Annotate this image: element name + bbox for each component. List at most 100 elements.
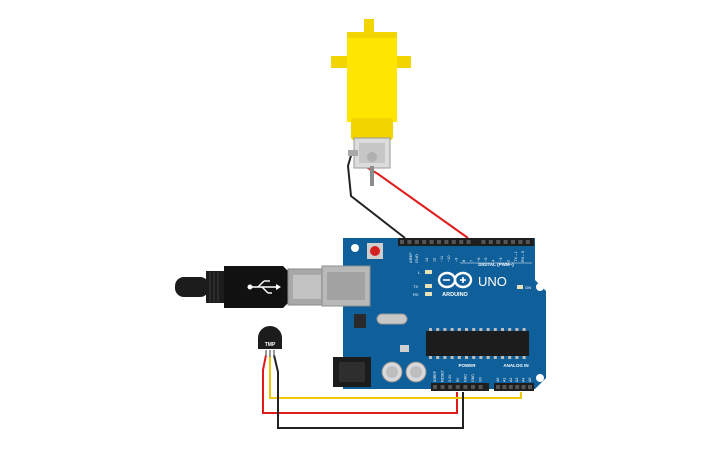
header-pin-hole[interactable] [414, 240, 419, 244]
sensor-black-wire[interactable] [273, 354, 464, 429]
power-header-label: POWER [458, 363, 476, 368]
chip-leg [501, 328, 504, 331]
header-pin-hole[interactable] [521, 385, 526, 389]
header-pin-hole[interactable] [502, 385, 507, 389]
chip-leg [479, 328, 483, 331]
header-pin-hole[interactable] [433, 385, 437, 389]
header-pin-hole[interactable] [422, 240, 427, 244]
header-pin-hole[interactable] [444, 240, 449, 244]
header-pin-hole[interactable] [515, 385, 520, 389]
chip-leg [450, 356, 454, 359]
header-pin-hole[interactable] [525, 240, 530, 244]
analog-pin-label: A2 [509, 378, 513, 382]
digital-pin-label: 8 [462, 260, 466, 262]
usb-b-cable-icon[interactable] [175, 266, 327, 308]
motor-terminal-hub [367, 152, 377, 162]
sensor-red-wire[interactable] [262, 354, 458, 414]
header-pin-hole[interactable] [440, 385, 445, 389]
tmp-temperature-sensor-icon[interactable]: TMP [258, 326, 282, 357]
analog-pin-label: A3 [515, 378, 519, 382]
crystal-oscillator [376, 313, 408, 325]
digital-pin-label: 2 [506, 260, 510, 262]
analog-pin-label: A0 [496, 378, 500, 382]
mount-hole [536, 283, 544, 291]
header-pin-hole[interactable] [471, 385, 475, 389]
chip-leg [429, 356, 432, 359]
header-pin-hole[interactable] [455, 385, 460, 389]
digital-pin-label: ~11 [440, 256, 444, 262]
motor-gearbox-base [351, 118, 393, 140]
chip-leg [486, 328, 490, 331]
header-pin-hole[interactable] [466, 240, 471, 244]
chip-leg [457, 328, 461, 331]
led-l [425, 270, 432, 274]
header-pin-hole[interactable] [451, 240, 456, 244]
header-pin-hole[interactable] [407, 240, 412, 244]
digital-pin-label: 12 [432, 258, 436, 262]
chip-leg [501, 356, 504, 359]
motor-terminal [348, 150, 358, 156]
led-tx [425, 284, 432, 288]
header-pin-hole[interactable] [488, 240, 493, 244]
arduino-model-text: UNO [478, 274, 507, 289]
led-rx-label: RX [413, 292, 419, 297]
digital-header[interactable] [398, 238, 534, 246]
power-pin-label: Vin [479, 377, 483, 382]
header-pin-hole[interactable] [518, 240, 523, 244]
chip-leg [436, 356, 440, 359]
analog-pin-label: A5 [528, 378, 532, 382]
header-pin-hole[interactable] [508, 385, 513, 389]
digital-pin-label: ~10 [447, 256, 451, 262]
usb-strain-relief [206, 271, 226, 303]
header-pin-hole[interactable] [511, 240, 515, 244]
motor-left-axle [331, 56, 349, 68]
chip-leg [472, 328, 476, 331]
motor-black-wire[interactable] [346, 151, 406, 239]
chip-leg [515, 356, 519, 359]
arduino-logo-text: ARDUINO [442, 292, 468, 298]
digital-pin-label: TX→1 [514, 251, 518, 262]
led-tx-label: TX [413, 284, 418, 289]
header-pin-hole[interactable] [463, 385, 468, 389]
header-pin-hole[interactable] [400, 240, 404, 244]
power-pin-label: GND [471, 374, 475, 382]
chip-leg [486, 356, 490, 359]
aref-label: AREF [408, 252, 413, 263]
header-pin-hole[interactable] [437, 240, 441, 244]
header-pin-hole[interactable] [481, 240, 486, 244]
motor-gearbox-rim [347, 32, 397, 38]
sensor-yellow-wire[interactable] [269, 356, 522, 399]
led-on [517, 285, 523, 289]
header-pin-hole[interactable] [429, 240, 434, 244]
chip-leg [493, 328, 497, 331]
header-pin-hole[interactable] [503, 240, 508, 244]
chip-leg [515, 328, 519, 331]
dc-gear-motor-icon[interactable] [331, 19, 411, 186]
analog-header[interactable] [494, 383, 534, 391]
header-pin-hole[interactable] [496, 240, 501, 244]
chip-leg [472, 356, 476, 359]
digital-pin-label: 13 [425, 258, 429, 262]
header-pin-hole[interactable] [478, 385, 483, 389]
digital-header-label: DIGITAL (PWM~) [478, 262, 514, 267]
power-pin-label: IOREF [433, 370, 437, 382]
header-pin-hole[interactable] [448, 385, 453, 389]
digital-pin-label: ~5 [484, 258, 488, 262]
gnd-label: GND [414, 254, 419, 263]
power-header[interactable] [431, 383, 489, 391]
reset-button-cap[interactable] [370, 246, 380, 256]
header-pin-hole[interactable] [528, 385, 532, 389]
digital-pin-label: ~6 [477, 258, 481, 262]
digital-pin-label: ~9 [455, 258, 459, 262]
header-pin-hole[interactable] [459, 240, 464, 244]
chip-leg [450, 328, 454, 331]
digital-pin-label: RX←0 [521, 251, 525, 262]
mount-hole [536, 374, 544, 382]
chip-leg [522, 356, 526, 359]
smd-component [400, 345, 409, 352]
header-pin-hole[interactable] [496, 385, 500, 389]
